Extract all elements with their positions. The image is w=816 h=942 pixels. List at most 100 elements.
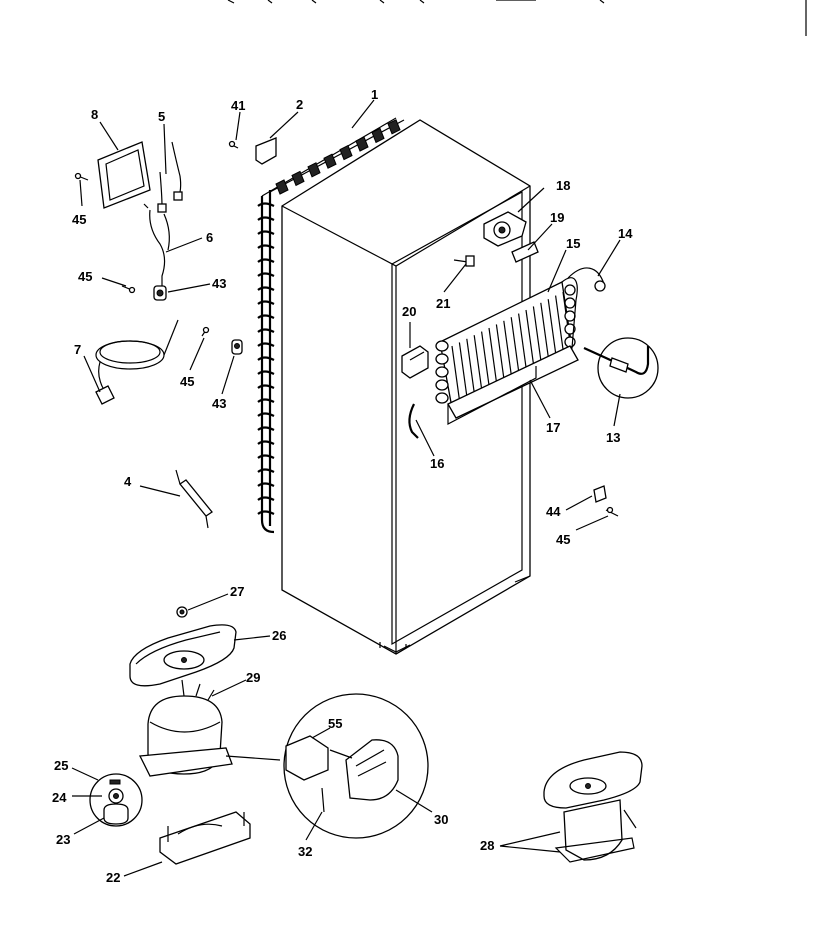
coil-rung — [257, 482, 275, 487]
evaporator-fin — [495, 324, 505, 383]
evaporator-fan-motor — [483, 211, 527, 247]
coil-rung — [257, 202, 275, 207]
evaporator-tube-bend — [564, 310, 576, 322]
bracket-2 — [255, 137, 277, 165]
cover-plate-8 — [97, 141, 151, 209]
evaporator-fin — [451, 345, 461, 405]
coil-rung — [257, 370, 275, 375]
power-cord-7 — [95, 319, 179, 405]
clip-21 — [453, 255, 475, 267]
label-part-13: 13 — [606, 430, 620, 445]
label-part-26: 26 — [272, 628, 286, 643]
label-part-45-a: 45 — [72, 212, 86, 227]
evaporator-fin — [488, 327, 498, 387]
evaporator-tube-bend — [435, 353, 449, 365]
evaporator-fin — [510, 317, 520, 376]
coil-rung — [257, 510, 275, 515]
coil-band — [371, 127, 385, 144]
label-part-5: 5 — [158, 109, 165, 124]
label-part-1: 1 — [371, 87, 378, 102]
evaporator-tube-bend — [435, 392, 449, 404]
part-labels: 1 2 41 8 5 6 45 45 43 7 45 43 18 19 14 1… — [52, 87, 633, 885]
leader-lines — [71, 99, 621, 877]
coil-band — [323, 153, 337, 169]
evaporator-fin — [540, 302, 550, 361]
evaporator-fin — [532, 306, 542, 365]
coil-rung — [257, 454, 275, 459]
label-part-18: 18 — [556, 178, 570, 193]
evaporator-tube-bend — [435, 340, 449, 352]
evaporator-fin — [481, 331, 491, 390]
coil-band — [275, 179, 289, 195]
label-part-20: 20 — [402, 304, 416, 319]
relay-43-upper — [153, 285, 167, 301]
coil-rung — [257, 356, 275, 361]
label-part-7: 7 — [74, 342, 81, 357]
label-part-45-c: 45 — [180, 374, 194, 389]
label-part-43-a: 43 — [212, 276, 226, 291]
evaporator-coil — [435, 267, 606, 425]
label-part-30: 30 — [434, 812, 448, 827]
label-part-55: 55 — [328, 716, 342, 731]
compressor-29 — [138, 679, 281, 777]
label-part-16: 16 — [430, 456, 444, 471]
label-part-14: 14 — [618, 226, 633, 241]
coil-rung — [257, 258, 275, 263]
coil-rung — [257, 244, 275, 249]
label-part-27: 27 — [230, 584, 244, 599]
label-part-24: 24 — [52, 790, 67, 805]
coil-band — [339, 144, 353, 161]
drain-heater-16 — [408, 403, 419, 439]
condenser-coil — [257, 117, 405, 534]
coil-rung — [257, 286, 275, 291]
label-part-29: 29 — [246, 670, 260, 685]
coil-rung — [257, 468, 275, 473]
relay-overload-detail — [283, 693, 429, 839]
label-part-22: 22 — [106, 870, 120, 885]
heater-connector-20 — [401, 345, 429, 379]
label-part-4: 4 — [124, 474, 132, 489]
evaporator-fin — [458, 342, 468, 401]
coil-rung — [257, 384, 275, 389]
label-part-23: 23 — [56, 832, 70, 847]
label-part-17: 17 — [546, 420, 560, 435]
drip-tray — [447, 345, 579, 419]
label-part-41: 41 — [231, 98, 245, 113]
label-part-44: 44 — [546, 504, 561, 519]
label-part-25: 25 — [54, 758, 68, 773]
coil-rung — [257, 216, 275, 221]
evaporator-fin — [503, 320, 513, 379]
label-part-45-b: 45 — [78, 269, 92, 284]
label-part-21: 21 — [436, 296, 450, 311]
evaporator-tube-bend — [435, 379, 449, 391]
top-border-fragments — [227, 0, 807, 36]
coil-rung — [257, 300, 275, 305]
coil-rung — [257, 496, 275, 501]
evaporator-fin — [466, 338, 476, 397]
evaporator-tube-bend — [564, 284, 576, 296]
evaporator-tube-bend — [564, 297, 576, 309]
evaporator-fin — [555, 295, 565, 354]
wire-harness — [143, 141, 183, 290]
coil-band — [355, 136, 369, 152]
evaporator-tube-bend — [564, 323, 576, 335]
coil-rung — [257, 314, 275, 319]
label-part-19: 19 — [550, 210, 564, 225]
coil-rung — [257, 230, 275, 235]
cabinet — [257, 117, 531, 655]
label-part-32: 32 — [298, 844, 312, 859]
coil-rung — [257, 272, 275, 277]
grommet-27 — [176, 606, 188, 618]
relay-43-lower — [231, 339, 243, 355]
label-part-45-d: 45 — [556, 532, 570, 547]
coil-rung — [257, 426, 275, 431]
clip-44 — [593, 485, 607, 503]
label-part-2: 2 — [296, 97, 303, 112]
drain-pan-26 — [129, 624, 237, 687]
drier-4 — [175, 469, 213, 529]
compressor-assembly-28 — [543, 751, 643, 863]
label-part-28: 28 — [480, 838, 494, 853]
label-part-6: 6 — [206, 230, 213, 245]
evaporator-fin — [518, 313, 528, 372]
